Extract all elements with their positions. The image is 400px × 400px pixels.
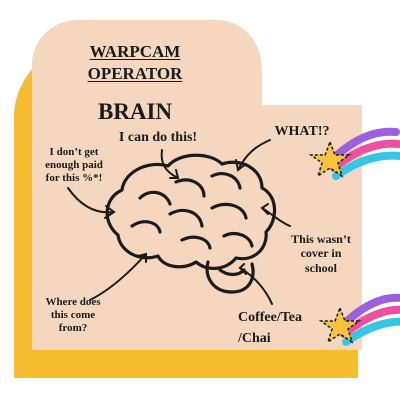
arrow-what [237,139,271,171]
thought-confident: I can do this! [118,130,198,145]
thought-school: This wasn’t cover in school [291,232,351,275]
thought-pay: I don’t get enough paid for this %*! [45,146,103,185]
thought-drink: Coffee/Tea /Chai [238,310,303,346]
brain-heading: BRAIN [97,99,173,124]
thought-surprise: WHAT!? [274,124,330,139]
title-line-2: OPERATOR [87,64,183,83]
title-line-1: WARPCAM [89,42,181,61]
thought-source: Where does this come from? [45,296,101,335]
brain-icon [105,153,277,294]
shooting-star-icon [318,293,400,346]
arrows [67,139,291,305]
arrow-confident [160,149,179,179]
arrow-pay [67,187,115,214]
shooting-star-icon [308,127,400,180]
arrow-source [89,253,147,301]
